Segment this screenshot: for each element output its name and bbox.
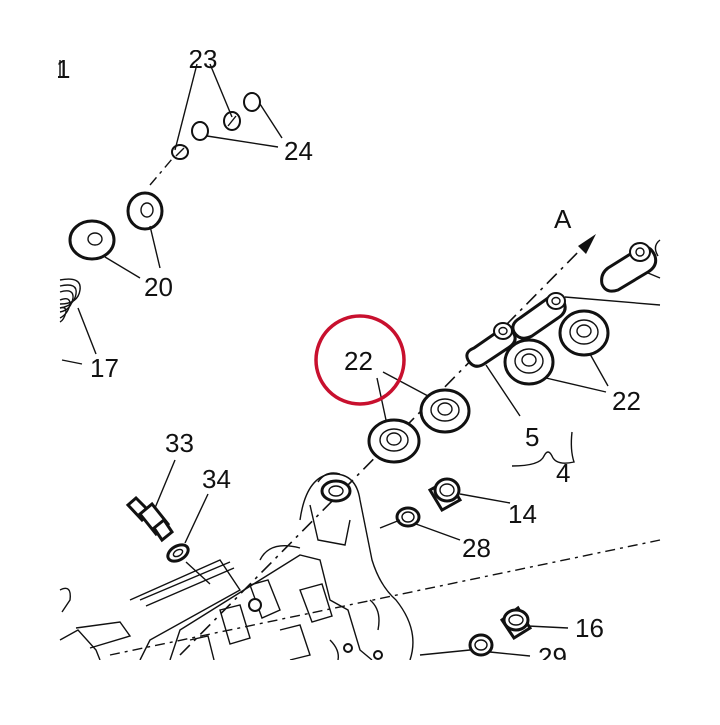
seal-ring-part-34 — [166, 543, 190, 563]
callout-22: 22 — [612, 386, 641, 416]
ball-part-24a — [243, 92, 261, 112]
callout-16: 16 — [575, 613, 604, 643]
callout-5: 5 — [525, 422, 539, 452]
right-plugs — [379, 477, 569, 657]
callout-14: 14 — [508, 499, 537, 529]
bleed-nipple-part-33 — [125, 495, 175, 543]
seal-washer-22b — [419, 388, 471, 434]
callout-24: 24 — [284, 136, 313, 166]
top-crop-mask — [0, 0, 720, 50]
seal-ring-part-28 — [395, 506, 421, 528]
group-brace — [511, 431, 575, 467]
seal-washer-22c — [558, 309, 610, 357]
upper-axis-line — [149, 151, 179, 186]
upper-left-assembly — [59, 60, 283, 365]
plug-part-14 — [427, 477, 463, 513]
bottom-crop-mask — [0, 660, 720, 720]
plug-part-16 — [499, 605, 533, 641]
axis-arrowhead-icon — [578, 234, 596, 254]
seal-ring-part-29 — [468, 633, 494, 657]
callout-22-highlighted: 22 — [344, 346, 373, 376]
callout-34: 34 — [202, 464, 231, 494]
washer-part-20b — [68, 219, 116, 261]
highlighted-washers-22 — [367, 371, 471, 464]
callout-28: 28 — [462, 533, 491, 563]
callout-edge: 1 — [56, 54, 70, 84]
callout-20: 20 — [144, 272, 173, 302]
secondary-axis-line — [109, 539, 661, 656]
left-crop-mask — [0, 0, 58, 720]
spring-part-17 — [59, 278, 81, 323]
axis-label-a: A — [554, 204, 572, 234]
right-crop-mask — [662, 0, 720, 720]
head-bore — [320, 479, 352, 503]
washer-part-20a — [126, 191, 164, 231]
ball-part-24b — [191, 121, 209, 141]
upper-right-assembly — [465, 239, 661, 467]
callout-4: 4 — [556, 458, 570, 488]
seal-washer-22d — [503, 338, 555, 386]
cylinder-head-body — [169, 472, 414, 661]
seal-washer-22a — [367, 418, 421, 464]
callout-33: 33 — [165, 428, 194, 458]
callout-17: 17 — [90, 353, 119, 383]
lower-left-assembly — [59, 459, 242, 661]
highlight-ring — [314, 314, 406, 406]
